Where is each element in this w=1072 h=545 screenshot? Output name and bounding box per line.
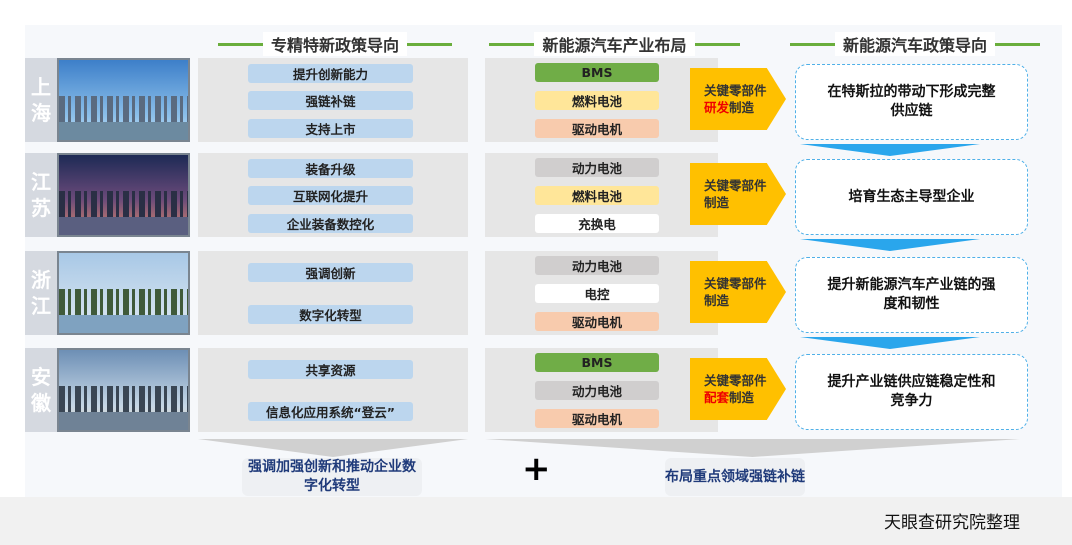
policy-item: 强链补链 — [248, 91, 413, 110]
component-item: 电控 — [535, 284, 659, 303]
region-char: 徽 — [31, 391, 51, 415]
policy-item: 提升创新能力 — [248, 64, 413, 83]
key-parts-arrow: 关键零部件研发制造 — [690, 68, 786, 130]
component-item: BMS — [535, 353, 659, 372]
policy-item: 企业装备数控化 — [248, 214, 413, 233]
arrow-rest: 制造 — [729, 390, 755, 405]
region-label: 上海 — [25, 58, 57, 142]
component-item: 驱动电机 — [535, 312, 659, 331]
header-text: 新能源汽车产业布局 — [534, 32, 695, 56]
policy-direction-box: 提升产业链供应链稳定性和竞争力 — [795, 354, 1028, 430]
summary-right: 布局重点领域强链补链 — [665, 458, 805, 496]
component-item: 充换电 — [535, 214, 659, 233]
policy-item: 数字化转型 — [248, 305, 413, 324]
arrow-line1: 关键零部件 — [704, 373, 767, 388]
policy-box: 共享资源信息化应用系统“登云” — [198, 348, 468, 432]
region-char: 海 — [31, 101, 51, 125]
region-char: 浙 — [31, 268, 51, 292]
arrow-rest: 制造 — [704, 195, 730, 210]
arrow-line1: 关键零部件 — [704, 276, 767, 291]
key-parts-arrow: 关键零部件配套制造 — [690, 358, 786, 420]
policy-direction-box: 培育生态主导型企业 — [795, 159, 1028, 235]
region-label: 安徽 — [25, 348, 57, 432]
header-text: 专精特新政策导向 — [262, 32, 407, 56]
region-char: 苏 — [31, 196, 51, 220]
plus-icon: + — [522, 449, 551, 489]
city-photo — [57, 251, 190, 335]
summary-left: 强调加强创新和推动企业数字化转型 — [242, 458, 422, 496]
policy-item: 互联网化提升 — [248, 186, 413, 205]
component-box: 动力电池燃料电池充换电 — [485, 153, 718, 237]
policy-direction-box: 在特斯拉的带动下形成完整供应链 — [795, 64, 1028, 140]
header-nev-policy: 新能源汽车政策导向 — [785, 32, 1045, 56]
policy-item: 信息化应用系统“登云” — [248, 402, 413, 421]
region-char: 江 — [31, 294, 51, 318]
policy-direction-box: 提升新能源汽车产业链的强度和韧性 — [795, 257, 1028, 333]
arrow-rest: 制造 — [729, 100, 755, 115]
component-box: 动力电池电控驱动电机 — [485, 251, 718, 335]
city-photo — [57, 58, 190, 142]
province-row: 安徽 共享资源信息化应用系统“登云” BMS 动力电池驱动电机 关键零部件配套制造 提… — [25, 348, 1035, 432]
component-item: 燃料电池 — [535, 186, 659, 205]
footer-bar — [0, 497, 1072, 545]
arrow-highlight: 配套 — [704, 390, 730, 405]
component-box: BMS 燃料电池驱动电机 — [485, 58, 718, 142]
source-note: 天眼查研究院整理 — [884, 513, 1020, 533]
arrow-line1: 关键零部件 — [704, 178, 767, 193]
region-char: 江 — [31, 170, 51, 194]
policy-box: 提升创新能力强链补链支持上市 — [198, 58, 468, 142]
city-photo — [57, 153, 190, 237]
city-photo — [57, 348, 190, 432]
policy-item: 共享资源 — [248, 360, 413, 379]
header-nev-layout: 新能源汽车产业布局 — [487, 32, 742, 56]
component-item: BMS — [535, 63, 659, 82]
policy-item: 装备升级 — [248, 159, 413, 178]
policy-box: 装备升级互联网化提升企业装备数控化 — [198, 153, 468, 237]
key-parts-arrow: 关键零部件制造 — [690, 163, 786, 225]
component-item: 驱动电机 — [535, 409, 659, 428]
key-parts-arrow: 关键零部件制造 — [690, 261, 786, 323]
arrow-highlight: 研发 — [704, 100, 730, 115]
component-item: 驱动电机 — [535, 119, 659, 138]
province-row: 浙江 强调创新数字化转型动力电池电控驱动电机关键零部件制造 提升新能源汽车产业链… — [25, 251, 1035, 335]
region-label: 江苏 — [25, 153, 57, 237]
arrow-rest: 制造 — [704, 293, 730, 308]
header-text: 新能源汽车政策导向 — [834, 32, 995, 56]
region-char: 上 — [31, 75, 51, 99]
policy-item: 强调创新 — [248, 263, 413, 282]
component-item: 燃料电池 — [535, 91, 659, 110]
province-row: 江苏 装备升级互联网化提升企业装备数控化动力电池燃料电池充换电关键零部件制造 培… — [25, 153, 1035, 237]
component-item: 动力电池 — [535, 256, 659, 275]
header-specialized-policy: 专精特新政策导向 — [200, 32, 470, 56]
policy-item: 支持上市 — [248, 119, 413, 138]
component-box: BMS 动力电池驱动电机 — [485, 348, 718, 432]
component-item: 动力电池 — [535, 381, 659, 400]
policy-box: 强调创新数字化转型 — [198, 251, 468, 335]
component-item: 动力电池 — [535, 158, 659, 177]
arrow-line1: 关键零部件 — [704, 83, 767, 98]
region-label: 浙江 — [25, 251, 57, 335]
region-char: 安 — [31, 365, 51, 389]
province-row: 上海 提升创新能力强链补链支持上市 BMS 燃料电池驱动电机 关键零部件研发制造 在特… — [25, 58, 1035, 142]
